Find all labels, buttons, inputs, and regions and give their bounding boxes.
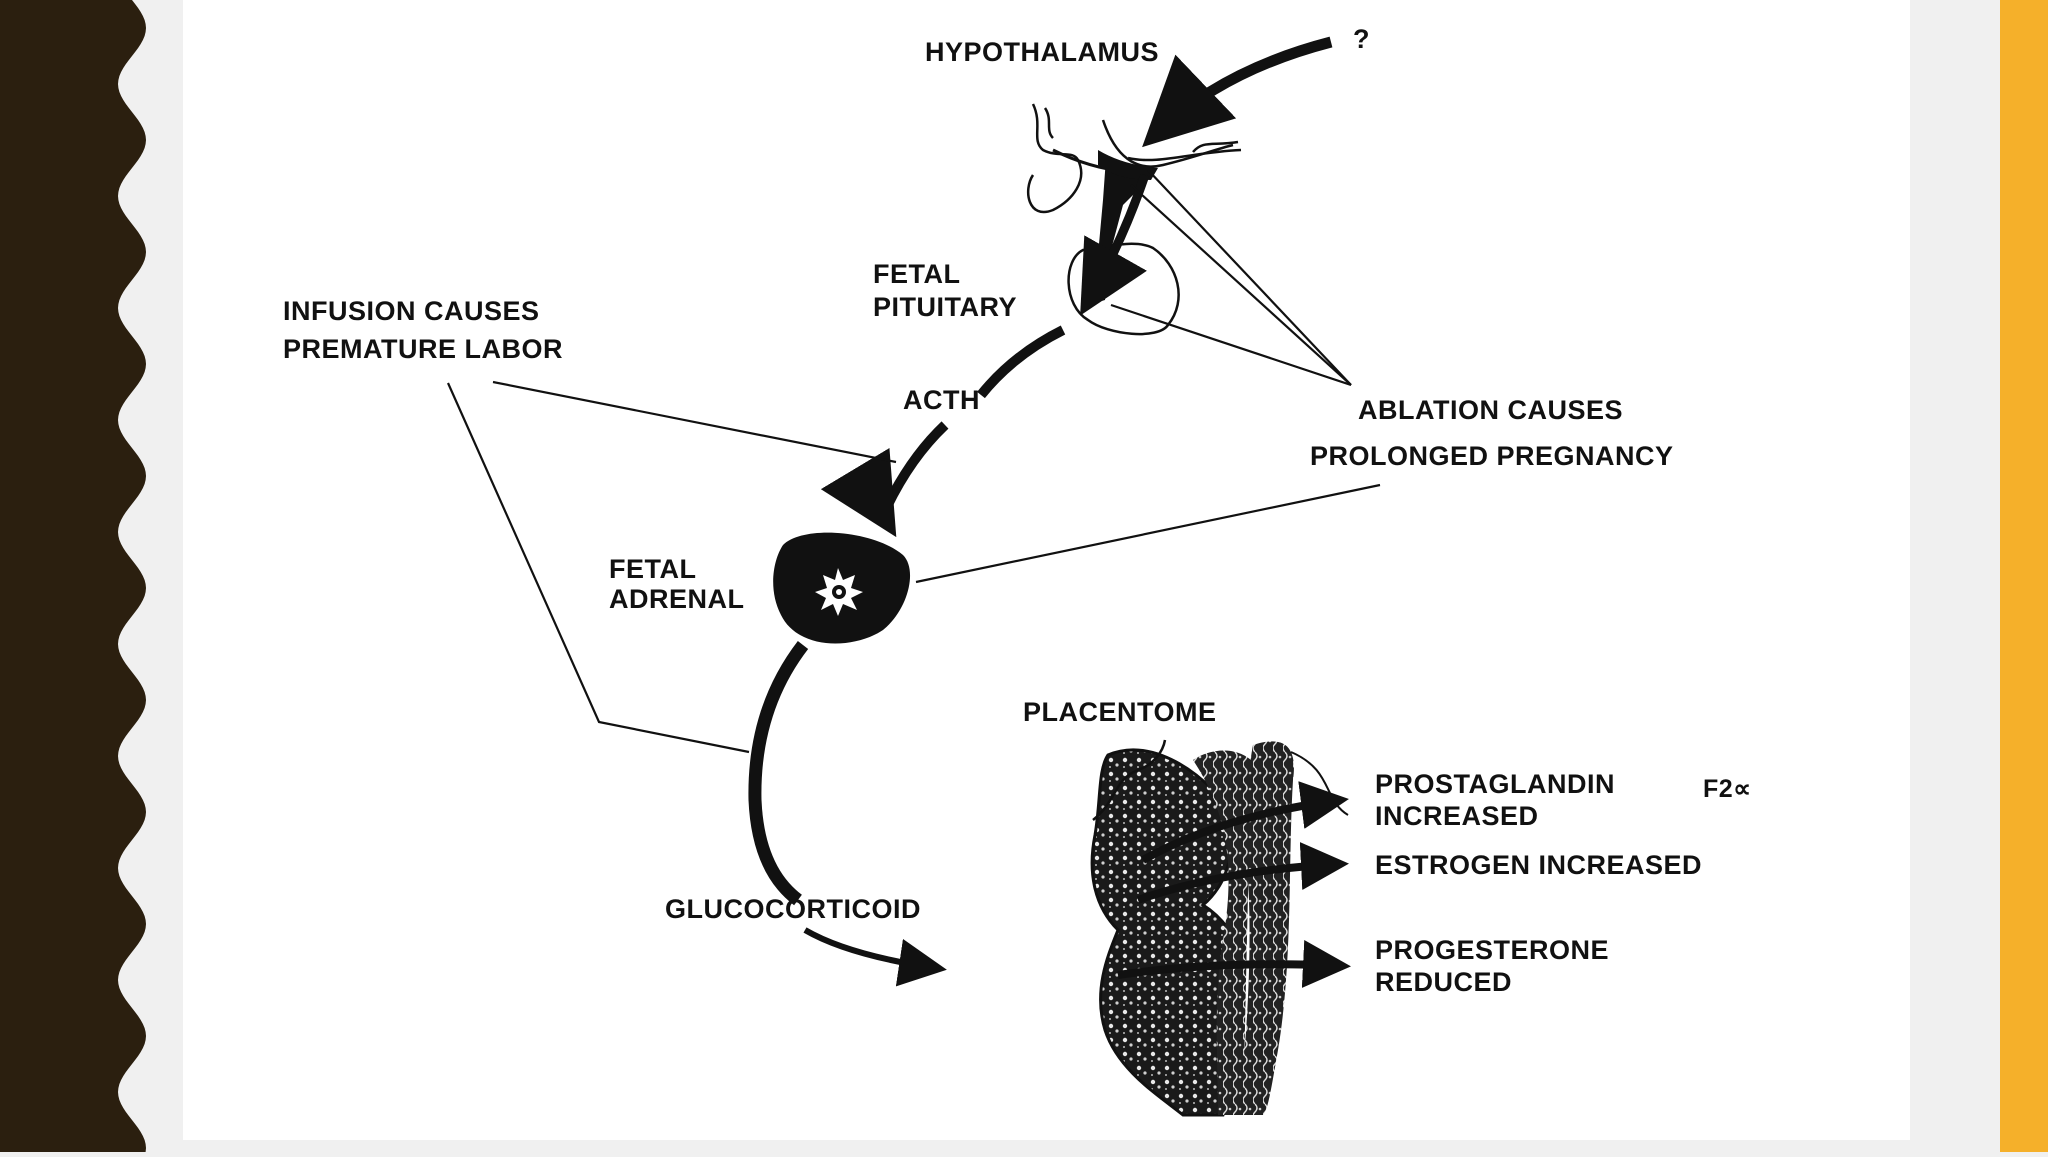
left-decorative-band	[0, 0, 150, 1152]
acth-arrow	[878, 325, 1066, 518]
glucocorticoid-label: GLUCOCORTICOID	[665, 894, 921, 924]
fetal-pituitary-label-2: PITUITARY	[873, 292, 1017, 322]
hypothalamus-label: HYPOTHALAMUS	[925, 37, 1159, 67]
acth-label: ACTH	[903, 385, 980, 415]
pituitary-gland-drawing	[1026, 103, 1242, 336]
progesterone-label-2: REDUCED	[1375, 967, 1512, 997]
estrogen-label: ESTROGEN INCREASED	[1375, 850, 1702, 880]
median-eminence	[1098, 150, 1158, 180]
ablation-pointer-3	[1110, 303, 1352, 387]
right-accent-bar	[2000, 0, 2048, 1152]
fetal-adrenal-label-1: FETAL	[609, 554, 696, 584]
slide-content: HYPOTHALAMUS ? FETAL PITUITARY ACTH INFU…	[183, 0, 1910, 1140]
prostaglandin-subscript-label: F2∝	[1703, 775, 1752, 803]
acth-arrow-head	[820, 447, 897, 538]
wavy-edge	[0, 0, 146, 1152]
placentome-label: PLACENTOME	[1023, 697, 1217, 727]
infusion-label-1: INFUSION CAUSES	[283, 296, 540, 326]
infusion-label-2: PREMATURE LABOR	[283, 334, 563, 364]
ablation-pointer-2	[1130, 184, 1352, 386]
hypothalamus-to-pituitary-arrow	[1080, 173, 1150, 316]
fetal-adrenal-label-2: ADRENAL	[609, 584, 745, 614]
stimulus-arrow	[1142, 36, 1333, 148]
unknown-stimulus-label: ?	[1353, 24, 1370, 54]
hormonal-pathway-diagram: HYPOTHALAMUS ? FETAL PITUITARY ACTH INFU…	[283, 24, 1752, 1117]
glucocorticoid-stroke	[748, 641, 809, 906]
ablation-label-1: ABLATION CAUSES	[1358, 395, 1623, 425]
infusion-pointer-2	[446, 382, 750, 754]
glucocorticoid-arrow	[803, 927, 947, 987]
estrogen-arrow	[1136, 842, 1349, 904]
ablation-pointer-1	[1147, 169, 1352, 386]
infusion-pointer-1	[492, 380, 897, 464]
progesterone-label-1: PROGESTERONE	[1375, 935, 1609, 965]
prostaglandin-label-2: INCREASED	[1375, 801, 1539, 831]
placentome-drawing	[1090, 739, 1349, 1117]
progesterone-arrow	[1117, 940, 1351, 988]
ablation-pointer-4	[915, 483, 1381, 584]
prostaglandin-arrow	[1141, 781, 1349, 864]
ablation-label-2: PROLONGED PREGNANCY	[1310, 441, 1674, 471]
fetal-pituitary-label-1: FETAL	[873, 259, 960, 289]
prostaglandin-label-1: PROSTAGLANDIN	[1375, 769, 1615, 799]
